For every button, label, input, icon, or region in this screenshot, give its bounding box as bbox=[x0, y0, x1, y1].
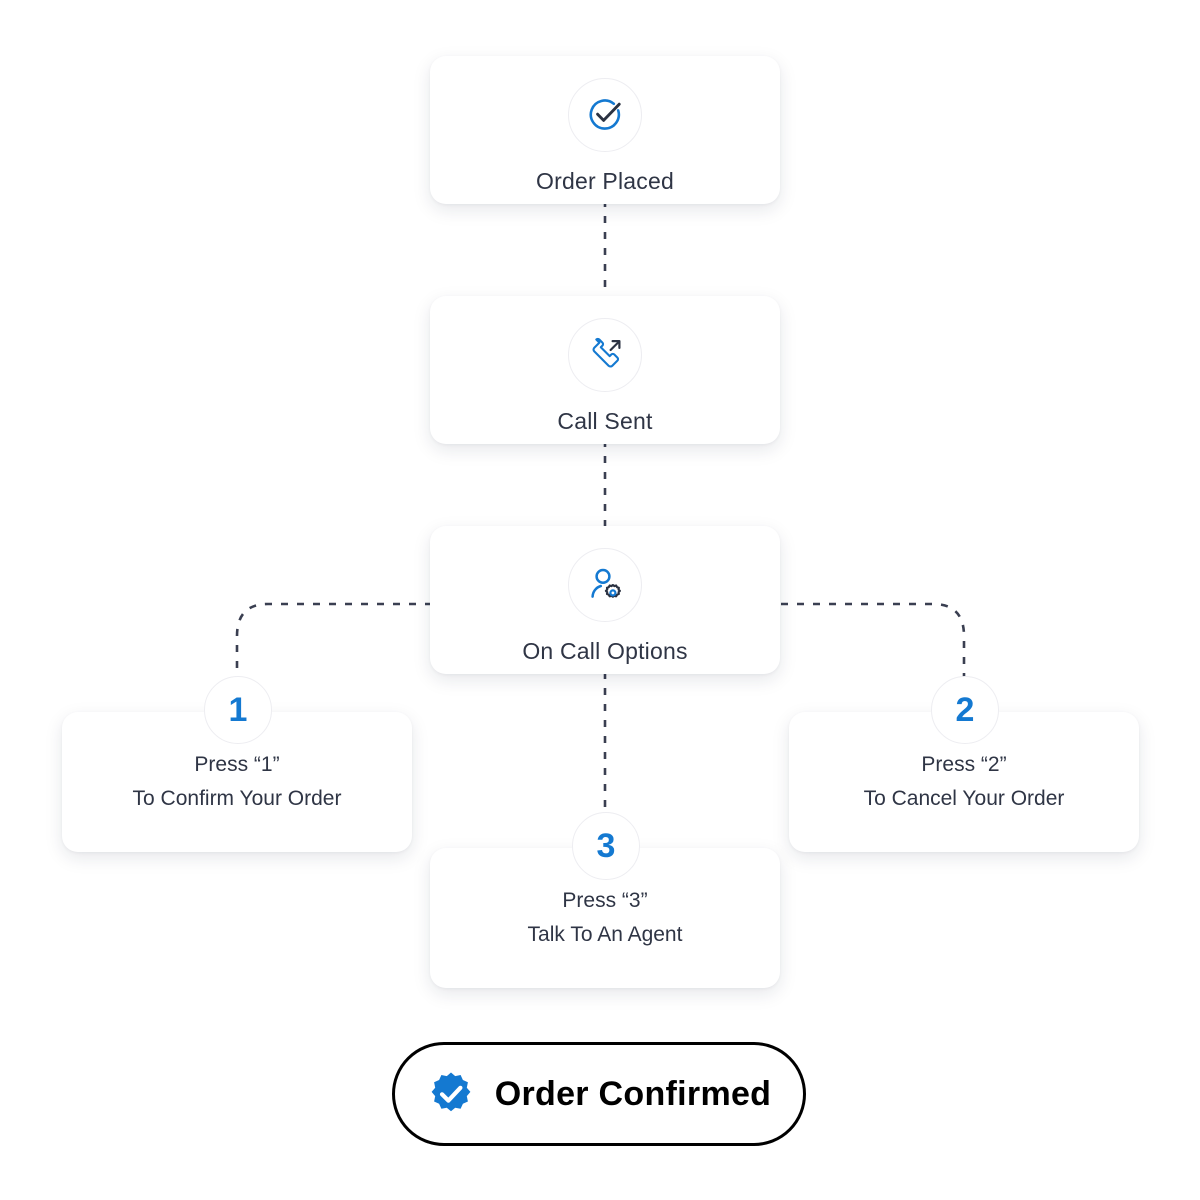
stage-card-on-call-options[interactable]: On Call Options bbox=[430, 526, 780, 674]
stage-label-on-call-options: On Call Options bbox=[522, 638, 688, 664]
option-1-line-2: To Confirm Your Order bbox=[132, 787, 342, 810]
option-1-line-1: Press “1” bbox=[194, 752, 280, 776]
stage-card-order-placed[interactable]: Order Placed bbox=[430, 56, 780, 204]
option-2-line-1: Press “2” bbox=[921, 752, 1007, 776]
option-badge-2: 2 bbox=[931, 676, 999, 744]
order-confirmed-pill[interactable]: Order Confirmed bbox=[392, 1042, 806, 1146]
stage-card-call-sent[interactable]: Call Sent bbox=[430, 296, 780, 444]
option-badge-3: 3 bbox=[572, 812, 640, 880]
connector-options-to-option2 bbox=[781, 602, 966, 678]
option-badge-1: 1 bbox=[204, 676, 272, 744]
option-2-line-2: To Cancel Your Order bbox=[863, 787, 1065, 810]
stage-label-order-placed: Order Placed bbox=[536, 168, 674, 194]
check-circle-icon bbox=[589, 99, 621, 130]
verified-badge-icon bbox=[431, 1072, 471, 1112]
outgoing-call-icon bbox=[592, 337, 621, 368]
order-confirmed-label: Order Confirmed bbox=[494, 1074, 772, 1113]
option-3-line-1: Press “3” bbox=[562, 888, 648, 912]
icon-ring-order-placed bbox=[568, 78, 642, 152]
connector-options-to-option1 bbox=[235, 602, 432, 678]
icon-ring-call-sent bbox=[568, 318, 642, 392]
option-3-line-2: Talk To An Agent bbox=[527, 923, 683, 946]
stage-label-call-sent: Call Sent bbox=[557, 408, 653, 434]
icon-ring-on-call-options bbox=[568, 548, 642, 622]
user-settings-icon bbox=[591, 568, 621, 598]
